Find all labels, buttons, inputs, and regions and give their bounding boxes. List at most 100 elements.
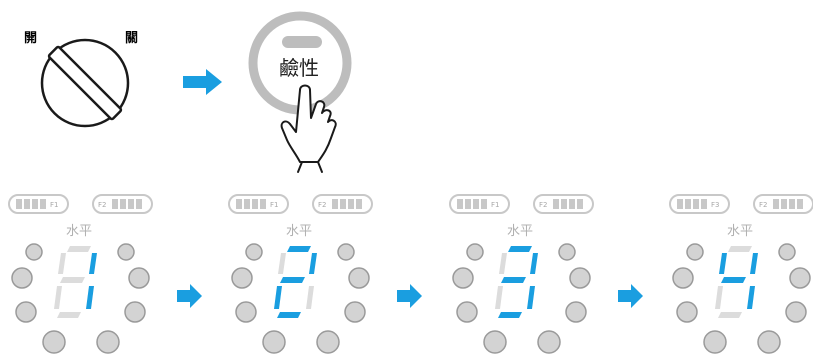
indicator-led — [789, 267, 811, 289]
indicator-led — [25, 243, 43, 261]
level-digit-display — [274, 246, 317, 318]
indicator-led — [483, 330, 507, 354]
level-label: 水平 — [727, 224, 754, 239]
digit-segment-g — [60, 277, 85, 283]
filter-right-label: F2 — [98, 201, 106, 209]
digit-segment-g — [721, 277, 746, 283]
indicator-led — [316, 330, 340, 354]
indicator-led — [128, 267, 150, 289]
digit-segment-g — [501, 277, 526, 283]
filter-left-label: F1 — [491, 201, 499, 209]
indicator-led — [15, 301, 37, 323]
digit-segment-a — [67, 246, 91, 252]
indicator-led — [96, 330, 120, 354]
digit-segment-g — [280, 277, 305, 283]
indicator-led — [672, 267, 694, 289]
arrow-right-icon — [397, 284, 422, 308]
indicator-led — [466, 243, 484, 261]
digit-segment-c — [86, 286, 94, 309]
indicator-led — [11, 267, 33, 289]
indicator-led — [565, 301, 587, 323]
indicator-led — [452, 267, 474, 289]
control-panel: F1 F2 — [449, 194, 594, 354]
arrow-right-icon — [618, 284, 643, 308]
indicator-led — [537, 330, 561, 354]
indicator-led — [245, 243, 263, 261]
digit-segment-e — [54, 286, 62, 309]
filter-indicator-right: F2 — [533, 194, 594, 214]
filter-indicator-left: F1 — [8, 194, 69, 214]
digit-segment-b — [750, 253, 758, 274]
digit-segment-e — [495, 286, 503, 309]
filter-right-label: F2 — [318, 201, 326, 209]
digit-segment-f — [278, 253, 286, 274]
digit-segment-a — [728, 246, 752, 252]
filter-indicator-left: F3 — [669, 194, 730, 214]
digit-segment-c — [527, 286, 535, 309]
indicator-led — [456, 301, 478, 323]
rotary-knob[interactable] — [40, 38, 130, 128]
level-label: 水平 — [286, 224, 313, 239]
indicator-led — [337, 243, 355, 261]
digit-segment-c — [747, 286, 755, 309]
arrow-right-icon — [183, 69, 222, 95]
indicator-led — [757, 330, 781, 354]
digit-segment-d — [57, 312, 81, 318]
digit-segment-c — [306, 286, 314, 309]
control-panel: F3 F2 — [669, 194, 813, 354]
indicator-led — [124, 301, 146, 323]
digit-segment-a — [287, 246, 311, 252]
digit-segment-f — [499, 253, 507, 274]
digit-segment-a — [508, 246, 532, 252]
digit-segment-b — [89, 253, 97, 274]
hand-pointer-icon — [280, 84, 337, 173]
digit-segment-f — [719, 253, 727, 274]
indicator-led — [344, 301, 366, 323]
indicator-led — [558, 243, 576, 261]
alkaline-button-label: 鹼性 — [279, 56, 319, 80]
digit-segment-d — [718, 312, 742, 318]
filter-indicator-right: F2 — [92, 194, 153, 214]
indicator-led — [676, 301, 698, 323]
filter-right-label: F2 — [759, 201, 767, 209]
control-panel: F1 F2 — [8, 194, 153, 354]
digit-segment-f — [58, 253, 66, 274]
indicator-led — [703, 330, 727, 354]
control-panel: F1 F2 — [228, 194, 373, 354]
indicator-led — [262, 330, 286, 354]
filter-left-label: F1 — [50, 201, 58, 209]
digit-segment-d — [277, 312, 301, 318]
level-digit-display — [54, 246, 97, 318]
filter-indicator-right: F2 — [753, 194, 813, 214]
indicator-led — [785, 301, 807, 323]
indicator-led — [569, 267, 591, 289]
filter-indicator-left: F1 — [449, 194, 510, 214]
arrow-right-icon — [177, 284, 202, 308]
indicator-led — [686, 243, 704, 261]
control-panels: F1 F2 F1 F2 F1 F2 F3 F2 — [8, 194, 813, 354]
indicator-led — [42, 330, 66, 354]
filter-left-label: F1 — [270, 201, 278, 209]
filter-right-label: F2 — [539, 201, 547, 209]
digit-segment-d — [498, 312, 522, 318]
digit-segment-b — [530, 253, 538, 274]
knob-label-open: 開 — [24, 31, 38, 46]
filter-indicator-right: F2 — [312, 194, 373, 214]
filter-left-label: F3 — [711, 201, 719, 209]
indicator-led — [348, 267, 370, 289]
level-digit-display — [715, 246, 758, 318]
level-digit-display — [495, 246, 538, 318]
indicator-led — [231, 267, 253, 289]
level-label: 水平 — [66, 224, 93, 239]
indicator-led — [117, 243, 135, 261]
level-label: 水平 — [507, 224, 534, 239]
indicator-led — [235, 301, 257, 323]
filter-indicator-left: F1 — [228, 194, 289, 214]
indicator-led — [778, 243, 796, 261]
knob-label-close: 關 — [125, 31, 139, 46]
digit-segment-b — [309, 253, 317, 274]
digit-segment-e — [715, 286, 723, 309]
digit-segment-e — [274, 286, 282, 309]
